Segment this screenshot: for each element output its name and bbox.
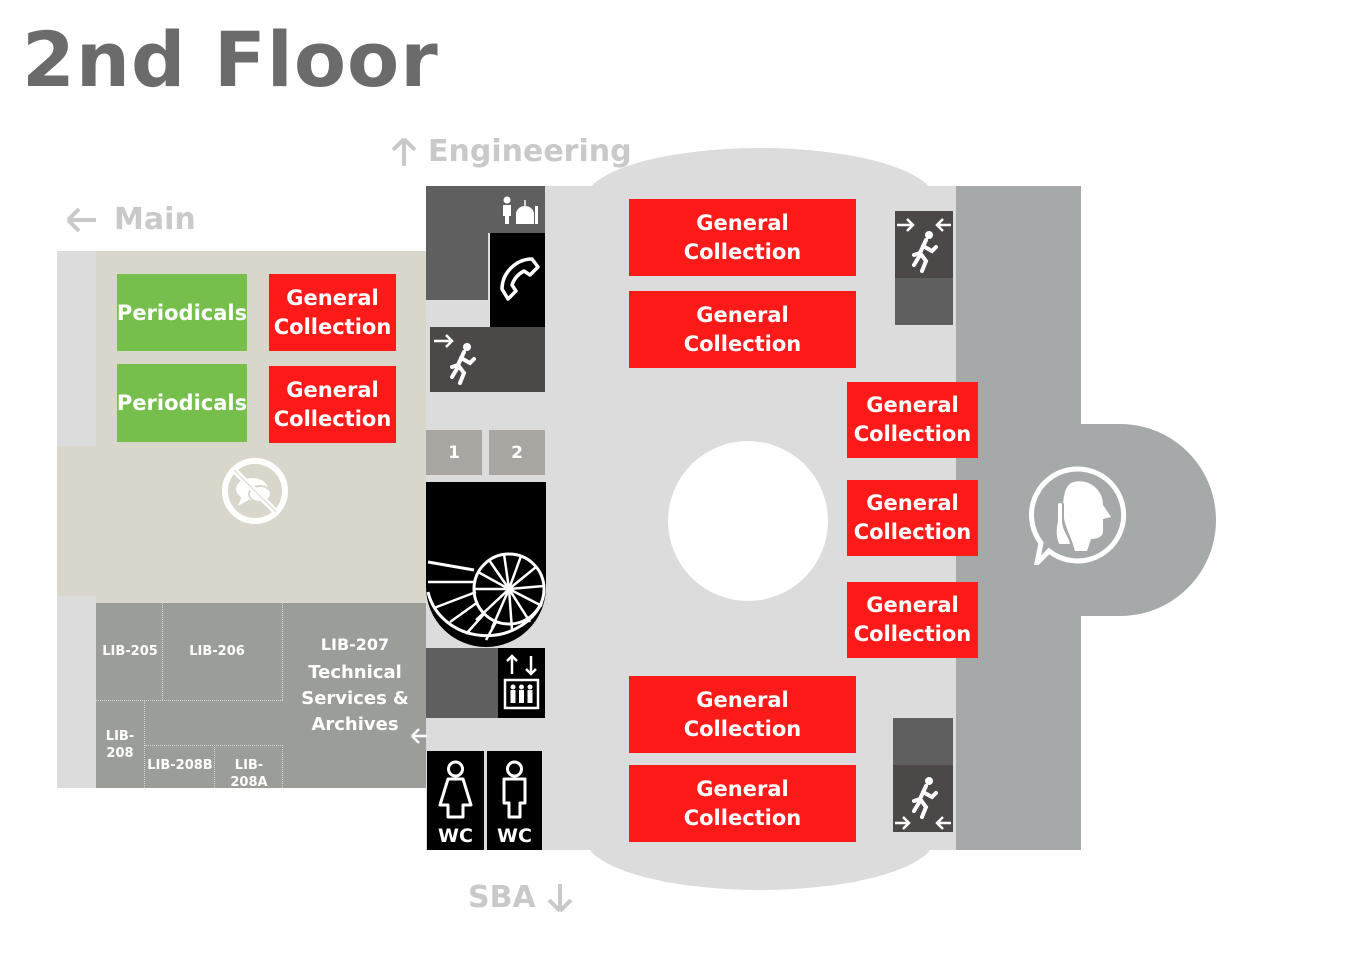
atrium-void bbox=[668, 441, 828, 601]
wc-women-label: WC bbox=[438, 825, 473, 847]
emergency-exit[interactable] bbox=[893, 765, 953, 832]
core-room bbox=[426, 186, 488, 300]
prayer-room[interactable] bbox=[488, 186, 545, 233]
core-room bbox=[895, 278, 953, 325]
general-collection-shelf[interactable]: General Collection bbox=[629, 199, 856, 276]
arrow-down-icon bbox=[547, 884, 573, 913]
prayer-room-icon bbox=[503, 196, 538, 224]
direction-engineering: Engineering bbox=[388, 136, 632, 168]
room-lib-207: LIB-207 bbox=[320, 635, 390, 654]
emergency-exit-icon bbox=[897, 218, 951, 273]
direction-sba-label: SBA bbox=[468, 880, 536, 915]
spiral-staircase[interactable] bbox=[426, 482, 546, 647]
general-collection-shelf[interactable]: General Collection bbox=[629, 676, 856, 753]
room-divider bbox=[96, 603, 163, 700]
emergency-exit[interactable] bbox=[430, 327, 545, 392]
room-lib-205: LIB-205 bbox=[102, 644, 158, 659]
restroom-women[interactable]: WC bbox=[427, 751, 484, 850]
periodicals-shelf[interactable]: Periodicals bbox=[117, 364, 247, 442]
wc-men-label: WC bbox=[497, 825, 532, 847]
room-divider bbox=[145, 745, 215, 788]
elevator-1[interactable]: 1 bbox=[426, 430, 482, 475]
room-lib-207-name: Technical Services & Archives bbox=[301, 662, 409, 735]
general-collection-shelf[interactable]: General Collection bbox=[269, 274, 396, 351]
direction-main: Main bbox=[64, 204, 196, 236]
room-divider bbox=[215, 745, 283, 788]
room-divider bbox=[163, 603, 283, 700]
core-room bbox=[893, 718, 953, 765]
arrow-left-icon bbox=[411, 728, 427, 744]
emergency-exit-icon bbox=[895, 777, 951, 830]
general-collection-shelf[interactable]: General Collection bbox=[847, 382, 978, 458]
no-talking-icon bbox=[222, 458, 288, 524]
emergency-exit-icon bbox=[434, 334, 476, 385]
direction-sba: SBA bbox=[468, 882, 576, 914]
elevator-2[interactable]: 2 bbox=[489, 430, 545, 475]
elevator-shaft bbox=[426, 648, 498, 718]
room-divider bbox=[96, 700, 145, 788]
room-lib-206: LIB-206 bbox=[189, 644, 245, 659]
room-lib-208a: LIB-208A bbox=[230, 758, 268, 790]
phone-booth[interactable] bbox=[490, 233, 545, 327]
elevator-icon bbox=[503, 654, 540, 710]
elevator[interactable] bbox=[498, 648, 545, 718]
direction-engineering-label: Engineering bbox=[428, 134, 632, 169]
periodicals-shelf[interactable]: Periodicals bbox=[117, 274, 247, 351]
man-icon bbox=[502, 760, 527, 819]
general-collection-shelf[interactable]: General Collection bbox=[269, 366, 396, 443]
room-divider bbox=[96, 700, 283, 701]
general-collection-shelf[interactable]: General Collection bbox=[847, 480, 978, 556]
restroom-men[interactable]: WC bbox=[487, 751, 542, 850]
arrow-left-icon bbox=[66, 207, 96, 233]
quiet-zone-bulge bbox=[1081, 424, 1216, 616]
general-collection-shelf[interactable]: General Collection bbox=[629, 291, 856, 368]
phone-icon bbox=[500, 257, 540, 301]
general-collection-shelf[interactable]: General Collection bbox=[847, 582, 978, 658]
office-block bbox=[96, 603, 426, 788]
general-collection-shelf[interactable]: General Collection bbox=[629, 765, 856, 842]
quiet-zone-icon bbox=[1029, 466, 1127, 565]
direction-main-label: Main bbox=[114, 202, 196, 237]
spiral-staircase-icon bbox=[426, 482, 546, 647]
room-lib-208b: LIB-208B bbox=[147, 758, 213, 773]
emergency-exit[interactable] bbox=[895, 211, 953, 278]
arrow-up-icon bbox=[391, 137, 417, 166]
woman-icon bbox=[438, 760, 473, 819]
room-lib-208: LIB-208 bbox=[105, 729, 135, 761]
page-title: 2nd Floor bbox=[22, 15, 439, 104]
